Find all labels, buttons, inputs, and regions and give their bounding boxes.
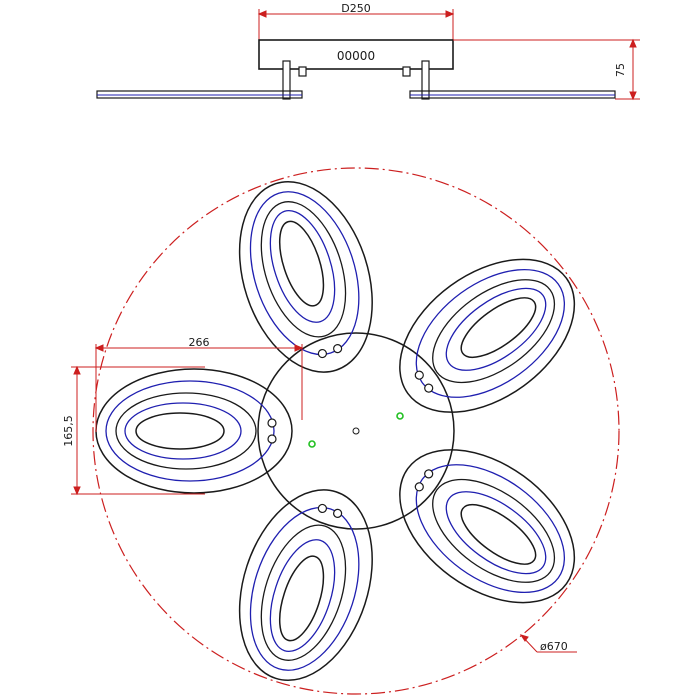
led-strip-ring	[249, 191, 360, 356]
marker-right	[396, 412, 404, 420]
canopy-code: 00000	[337, 49, 375, 63]
arm	[238, 180, 373, 373]
arm-outline-ring	[260, 201, 347, 338]
screw-hole	[317, 503, 327, 514]
screw-hole	[414, 482, 424, 492]
center-point	[352, 427, 360, 435]
height-label: 75	[614, 63, 627, 77]
side-view: D250 00000 75	[96, 2, 640, 101]
led-strip-ring	[415, 268, 566, 398]
arm	[95, 368, 293, 494]
arm-outline-ring	[399, 449, 576, 604]
arm-side-profile	[96, 90, 616, 99]
screw-hole	[333, 508, 343, 518]
arm-outline-ring	[260, 524, 347, 661]
led-strip-ring	[445, 491, 547, 575]
arms	[95, 180, 576, 682]
overall-diameter-leader	[519, 634, 577, 653]
mounting-pins	[282, 60, 430, 100]
arm-outline-ring	[399, 258, 576, 413]
base-diameter-label: D250	[341, 2, 370, 15]
top-view: 266 165,5 ø670	[62, 167, 620, 695]
led-strip-ring	[124, 402, 242, 460]
arm-length-label: 266	[189, 336, 210, 349]
arm-outline-ring	[238, 180, 373, 373]
screw-hole	[333, 344, 343, 354]
overall-diameter-circle	[92, 167, 620, 695]
led-strip-ring	[269, 539, 336, 653]
arm	[399, 449, 576, 604]
arm-outline-ring	[278, 220, 325, 307]
screw-hole	[414, 370, 424, 380]
arm-outline-ring	[238, 489, 373, 682]
arm-outline-ring	[460, 297, 537, 359]
led-strip-ring	[249, 506, 360, 671]
led-strip-ring	[445, 287, 547, 371]
arm-outline-ring	[460, 503, 537, 565]
screw-hole	[424, 469, 434, 479]
led-strip-ring	[105, 380, 275, 482]
arm-outline-ring	[115, 392, 257, 470]
arm-width-label: 165,5	[62, 415, 75, 447]
arm-outline-ring	[135, 412, 225, 450]
led-strip-ring	[269, 209, 336, 323]
screw-hole	[424, 383, 434, 393]
arm	[238, 489, 373, 682]
height-dimension	[453, 38, 640, 101]
arm-outline-ring	[432, 279, 556, 384]
screw-hole	[267, 418, 277, 428]
arm	[399, 258, 576, 413]
arm-width-dimension	[71, 365, 205, 496]
arm-outline-ring	[278, 555, 325, 642]
overall-diameter-label: ø670	[540, 640, 568, 653]
screw-hole	[317, 348, 327, 359]
led-strip-ring	[415, 464, 566, 594]
arm-length-dimension	[94, 344, 304, 432]
screw-hole	[267, 434, 277, 444]
arm-outline-ring	[432, 478, 556, 583]
base-diameter-dimension	[257, 9, 455, 40]
central-hub	[257, 332, 455, 530]
marker-left	[308, 440, 316, 448]
canopy-base	[258, 39, 454, 70]
